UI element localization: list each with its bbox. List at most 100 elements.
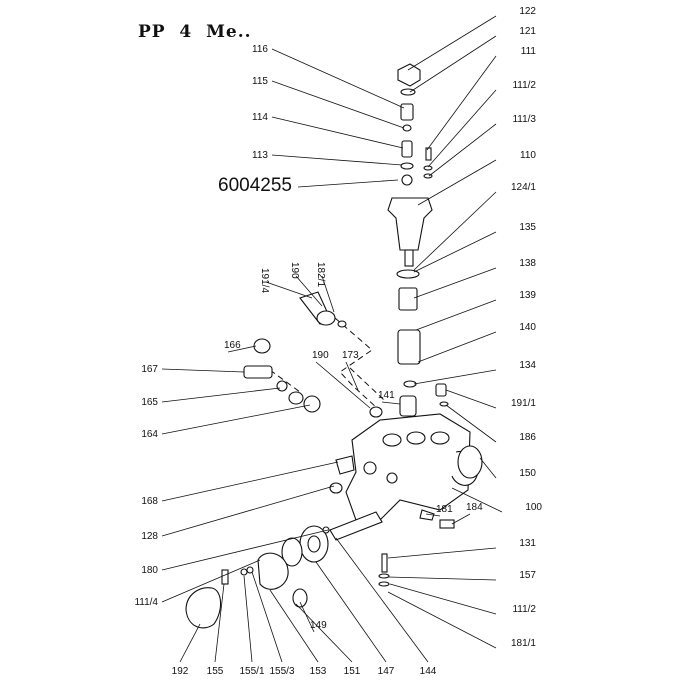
leader-line-33 (451, 513, 471, 525)
part-label-12: 135 (519, 222, 536, 233)
side-fittings (243, 291, 483, 587)
leader-line-16 (413, 267, 497, 299)
part-label-39: 111/2 (512, 604, 536, 615)
leader-line-20 (315, 361, 371, 409)
part-label-27: 164 (141, 429, 158, 440)
leader-line-17 (415, 299, 497, 331)
leader-line-40 (299, 601, 315, 633)
leader-line-49 (335, 537, 429, 663)
leader-line-27 (161, 404, 311, 435)
leader-line-22 (161, 368, 245, 373)
part-label-45: 155/3 (269, 666, 294, 677)
leader-line-38 (161, 559, 261, 603)
leader-line-45 (251, 571, 283, 663)
part-label-16: 138 (519, 258, 536, 269)
leader-line-13 (265, 281, 313, 299)
leader-line-25 (161, 387, 281, 403)
part-label-2: 121 (519, 26, 536, 37)
part-label-35: 131 (519, 538, 536, 549)
part-label-31: 100 (525, 502, 542, 513)
leader-line-6 (427, 89, 497, 168)
part-label-30: 168 (141, 496, 158, 507)
part-label-13: 191/4 (259, 268, 270, 293)
leader-line-37 (387, 576, 497, 581)
leader-line-11 (413, 191, 497, 271)
part-label-22: 167 (141, 364, 158, 375)
part-label-23: 134 (519, 360, 536, 371)
part-label-26: 191/1 (511, 398, 536, 409)
diagram-title: PP 4 Me.. (138, 22, 252, 42)
part-label-21: 173 (342, 350, 359, 361)
part-label-34: 128 (141, 531, 158, 542)
part-label-38: 111/4 (134, 597, 158, 608)
part-label-37: 157 (519, 570, 536, 581)
part-label-6: 111/2 (512, 80, 536, 91)
highlight-leader (297, 179, 399, 188)
leader-line-19 (417, 331, 497, 363)
leader-line-26 (445, 389, 497, 409)
leader-line-7 (271, 116, 404, 149)
leader-line-4 (426, 55, 497, 151)
part-label-1: 122 (519, 6, 536, 17)
leader-line-47 (295, 603, 353, 663)
part-label-17: 139 (519, 290, 536, 301)
part-label-24: 141 (378, 390, 395, 401)
leader-line-5 (271, 80, 405, 129)
leader-line-30 (161, 461, 339, 502)
part-label-43: 155 (207, 666, 224, 677)
leader-line-8 (428, 123, 497, 177)
part-label-9: 113 (252, 150, 268, 161)
leader-line-42 (179, 623, 201, 663)
part-label-8: 111/3 (512, 114, 536, 125)
part-label-20: 190 (312, 350, 329, 361)
leader-line-15 (321, 275, 335, 313)
leader-line-28 (445, 404, 497, 443)
part-label-32: 181 (436, 504, 453, 515)
part-label-46: 153 (310, 666, 327, 677)
camshaft-assembly (185, 511, 383, 629)
part-label-47: 151 (344, 666, 361, 677)
leader-line-24 (381, 401, 401, 405)
leader-line-14 (295, 275, 323, 307)
part-label-44: 155/1 (239, 666, 264, 677)
leader-line-23 (413, 369, 497, 385)
leader-line-48 (315, 561, 387, 663)
leader-line-46 (269, 589, 319, 663)
part-label-3: 116 (252, 44, 268, 55)
leader-line-12 (413, 231, 497, 273)
part-label-11: 124/1 (511, 182, 536, 193)
injector-stack (387, 63, 449, 417)
part-label-28: 186 (519, 432, 536, 443)
part-label-48: 147 (378, 666, 395, 677)
leader-line-21 (345, 361, 359, 391)
leader-line-31 (451, 487, 503, 513)
part-label-49: 144 (420, 666, 437, 677)
leader-line-41 (387, 591, 497, 649)
leader-line-43 (214, 583, 225, 663)
leader-line-44 (243, 575, 253, 663)
assembly-path-left (269, 369, 301, 393)
part-label-19: 140 (519, 322, 536, 333)
leader-line-18 (227, 345, 257, 353)
part-label-33: 184 (466, 502, 483, 513)
assembly-path-lower (349, 367, 385, 401)
leader-line-36 (161, 529, 329, 571)
leader-line-3 (271, 48, 405, 109)
part-label-41: 181/1 (511, 638, 536, 649)
leader-line-10 (417, 159, 497, 206)
part-label-40: 149 (310, 620, 327, 631)
part-label-7: 114 (252, 112, 268, 123)
part-label-36: 180 (141, 565, 158, 576)
leader-line-34 (161, 485, 335, 537)
part-label-14: 190 (289, 262, 300, 279)
leader-line-1 (407, 15, 497, 71)
leader-line-32 (425, 513, 441, 517)
highlighted-part-number: 6004255 (218, 175, 292, 196)
leader-line-39 (389, 583, 497, 615)
leader-line-9 (271, 154, 403, 166)
part-label-29: 150 (519, 468, 536, 479)
leader-line-35 (387, 547, 497, 559)
assembly-path-upper (334, 317, 378, 409)
